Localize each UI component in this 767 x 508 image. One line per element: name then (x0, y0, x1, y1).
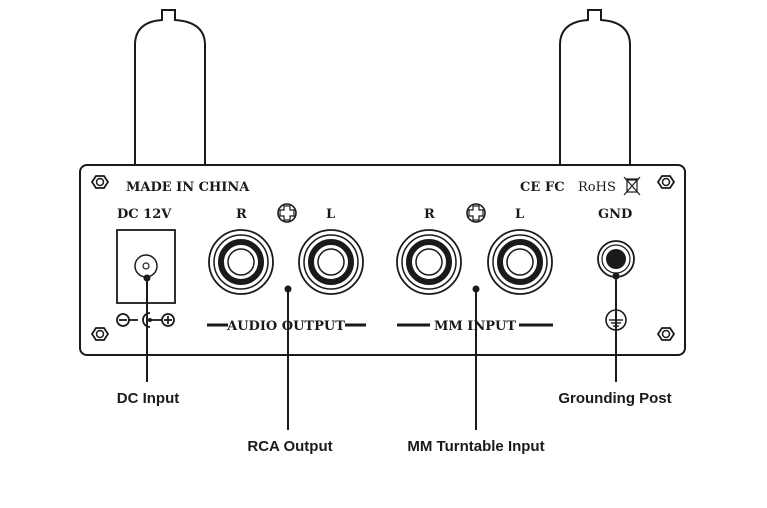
mm-input-right-jack[interactable] (396, 229, 462, 295)
ce-mark: CE (520, 180, 540, 195)
audio-output-group-label: AUDIO OUTPUT (207, 319, 366, 334)
screw-bottom-right-icon (656, 327, 676, 341)
gnd-label: GND (598, 207, 632, 222)
fc-mark: FC (545, 180, 565, 195)
callout-dc-input-leader (143, 274, 151, 382)
mm-input-screw-icon (466, 203, 486, 223)
callout-grounding-post: Grounding Post (558, 390, 671, 407)
callout-rca-output: RCA Output (247, 438, 332, 455)
polarity-symbol-icon (116, 312, 175, 328)
callout-rca-output-leader (284, 285, 292, 430)
audio-output-r-label: R (236, 207, 247, 222)
callout-mm-turntable-input: MM Turntable Input (407, 438, 544, 455)
dc-12v-label: DC 12V (117, 207, 172, 222)
mm-input-l-label: L (515, 207, 524, 222)
certification-marks: CE FC RoHS (520, 176, 641, 196)
mm-input-r-label: R (424, 207, 435, 222)
callout-mm-input-leader (472, 285, 480, 430)
vacuum-tube-right (559, 9, 631, 165)
rca-output-left-jack[interactable] (298, 229, 364, 295)
rca-output-right-jack[interactable] (208, 229, 274, 295)
rear-panel (79, 164, 686, 356)
made-in-china-label: MADE IN CHINA (126, 180, 250, 195)
screw-top-right-icon (656, 175, 676, 189)
mm-input-left-jack[interactable] (487, 229, 553, 295)
audio-output-l-label: L (326, 207, 335, 222)
weee-bin-icon (623, 176, 641, 196)
rohs-mark: RoHS (578, 180, 616, 195)
screw-bottom-left-icon (90, 327, 110, 341)
callout-grounding-post-leader (612, 272, 620, 382)
callout-dc-input: DC Input (117, 390, 179, 407)
audio-output-screw-icon (277, 203, 297, 223)
vacuum-tube-left (134, 9, 206, 165)
audio-output-label: AUDIO OUTPUT (226, 319, 345, 334)
screw-top-left-icon (90, 175, 110, 189)
